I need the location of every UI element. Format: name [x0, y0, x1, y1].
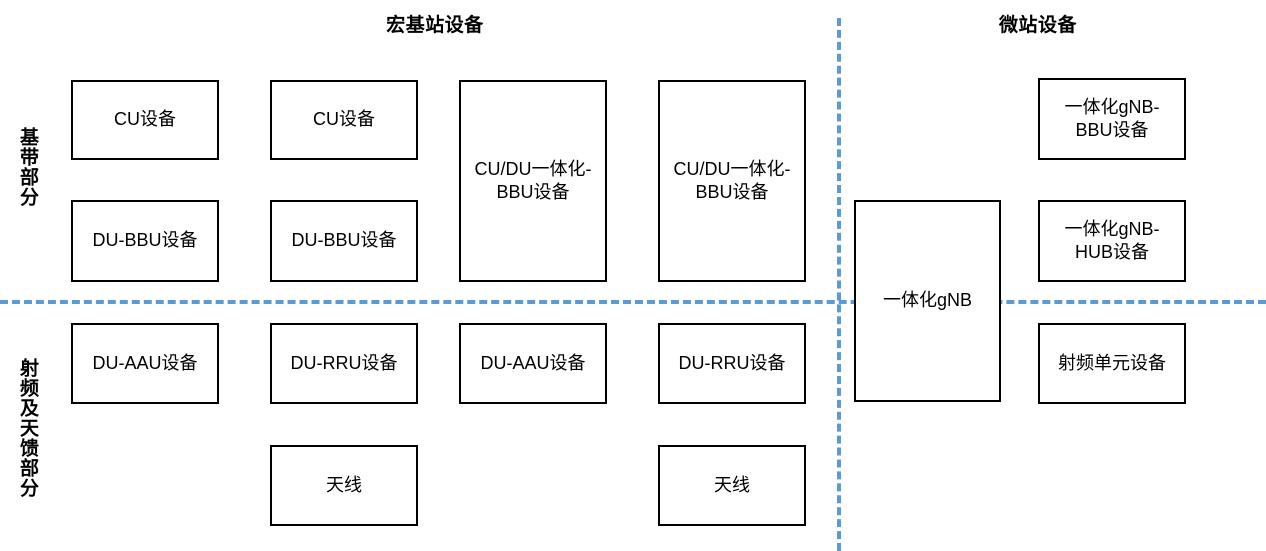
node-label: CU设备: [313, 109, 375, 130]
node-micro-gnb-bbu[interactable]: 一体化gNB-BBU设备: [1038, 78, 1186, 160]
node-label: DU-AAU设备: [480, 352, 586, 373]
node-label: 一体化gNB-HUB设备: [1064, 218, 1160, 262]
row-label-rf-antenna: 射频及天馈部分: [17, 358, 38, 498]
node-label: 天线: [714, 474, 750, 495]
node-label: DU-AAU设备: [92, 352, 198, 373]
node-macro-c3-cudu-bbu[interactable]: CU/DU一体化-BBU设备: [459, 80, 607, 282]
node-macro-c1-du-aau[interactable]: DU-AAU设备: [71, 323, 219, 404]
section-title-micro: 微站设备: [998, 15, 1078, 36]
node-macro-c1-cu[interactable]: CU设备: [71, 80, 219, 160]
divider-vertical-macro-micro: [837, 18, 841, 551]
node-label: 射频单元设备: [1058, 352, 1166, 373]
node-label: 一体化gNB: [882, 290, 972, 311]
node-macro-c4-antenna[interactable]: 天线: [658, 445, 806, 526]
node-label: DU-BBU设备: [291, 230, 397, 251]
divider-horizontal-baseband-rf: [0, 300, 1266, 304]
section-title-macro: 宏基站设备: [386, 15, 484, 36]
node-label: DU-RRU设备: [678, 352, 786, 373]
node-label: CU设备: [114, 109, 176, 130]
node-micro-gnb-hub[interactable]: 一体化gNB-HUB设备: [1038, 200, 1186, 282]
node-macro-c2-du-rru[interactable]: DU-RRU设备: [270, 323, 418, 404]
node-macro-c4-cudu-bbu[interactable]: CU/DU一体化-BBU设备: [658, 80, 806, 282]
node-label: DU-BBU设备: [92, 230, 198, 251]
node-label: CU/DU一体化-BBU设备: [673, 158, 791, 202]
node-label: DU-RRU设备: [290, 352, 398, 373]
node-micro-gnb[interactable]: 一体化gNB: [854, 200, 1001, 402]
node-macro-c3-du-aau[interactable]: DU-AAU设备: [459, 323, 607, 404]
node-micro-rf-unit[interactable]: 射频单元设备: [1038, 323, 1186, 404]
node-macro-c2-du-bbu[interactable]: DU-BBU设备: [270, 200, 418, 282]
node-macro-c1-du-bbu[interactable]: DU-BBU设备: [71, 200, 219, 282]
node-macro-c4-du-rru[interactable]: DU-RRU设备: [658, 323, 806, 404]
node-macro-c2-cu[interactable]: CU设备: [270, 80, 418, 160]
node-label: 一体化gNB-BBU设备: [1064, 96, 1160, 140]
row-label-baseband: 基带部分: [17, 127, 38, 207]
node-label: CU/DU一体化-BBU设备: [474, 158, 592, 202]
node-macro-c2-antenna[interactable]: 天线: [270, 445, 418, 526]
node-label: 天线: [326, 474, 362, 495]
